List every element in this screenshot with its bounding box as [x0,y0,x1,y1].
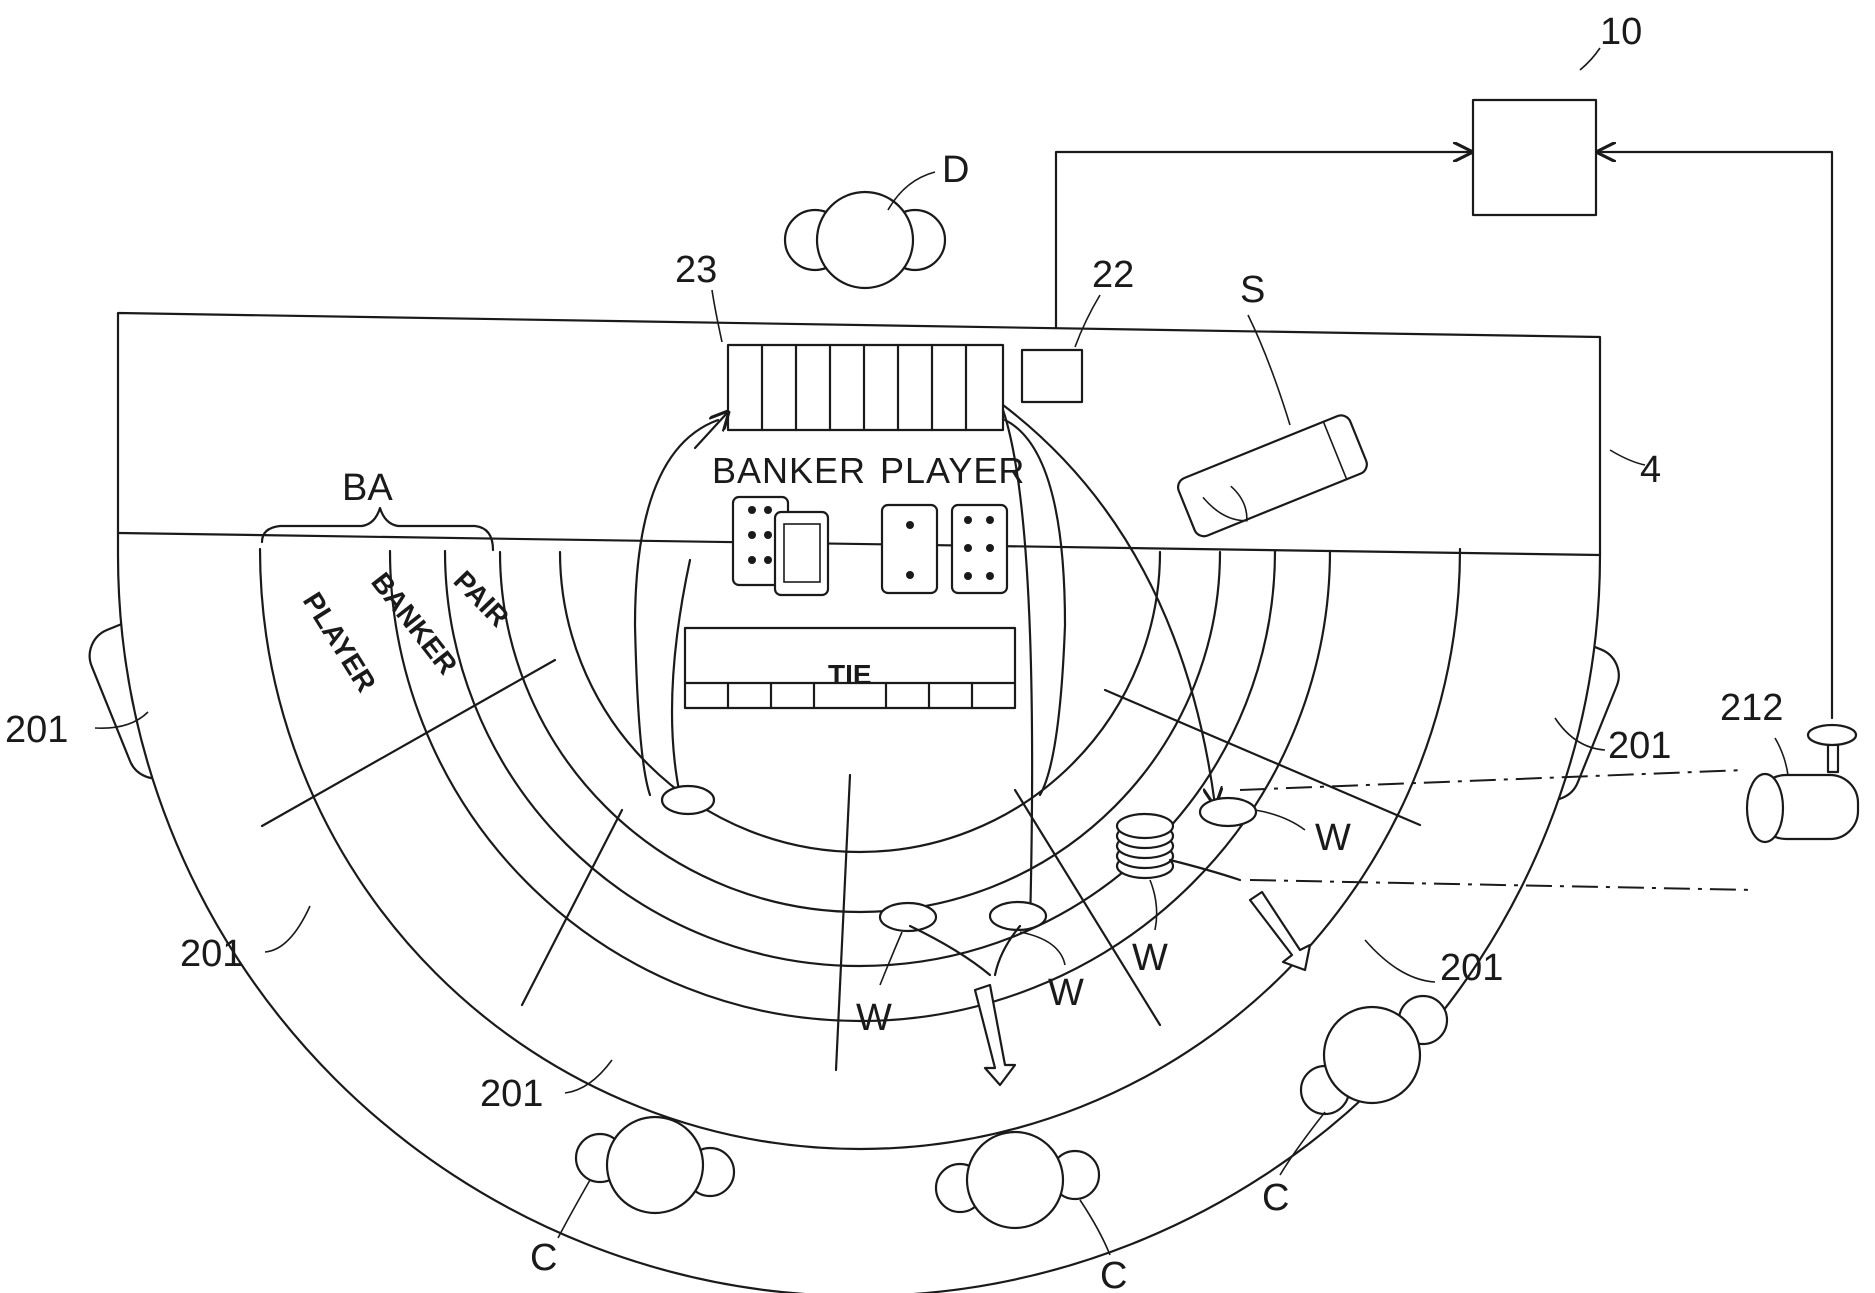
label-seat-4: 201 [1440,947,1503,989]
label-chip-tray: 23 [675,249,717,291]
player-card-1 [882,505,937,593]
label-customer-2: C [1100,1255,1127,1293]
label-seat-1: 201 [5,709,68,751]
label-controller: 10 [1600,11,1642,53]
tie-title: TIE [828,659,872,690]
label-card-shoe: S [1240,269,1265,311]
label-camera: 212 [1720,687,1783,729]
player-card-2 [952,505,1007,593]
label-seat-2: 201 [180,933,243,975]
label-sensor: 22 [1092,254,1134,296]
label-chip-1: W [856,997,892,1039]
dealer-figure: D [785,149,969,288]
label-table: 4 [1640,449,1661,491]
label-bet-area: BA [342,467,393,509]
label-chip-2: W [1048,972,1084,1014]
chip-3 [990,902,1046,930]
chip-2 [880,903,936,931]
label-chip-3: W [1132,937,1168,979]
label-seat-3: 201 [480,1073,543,1115]
label-customer-3: C [1262,1177,1289,1219]
label-chip-4: W [1315,817,1351,859]
chip-4 [1200,798,1256,826]
chip-1 [662,786,714,814]
label-dealer: D [942,149,969,191]
banker-title: BANKER [712,450,866,491]
player-title: PLAYER [880,450,1025,491]
label-seat-5: 201 [1608,725,1671,767]
label-customer-1: C [530,1237,557,1279]
